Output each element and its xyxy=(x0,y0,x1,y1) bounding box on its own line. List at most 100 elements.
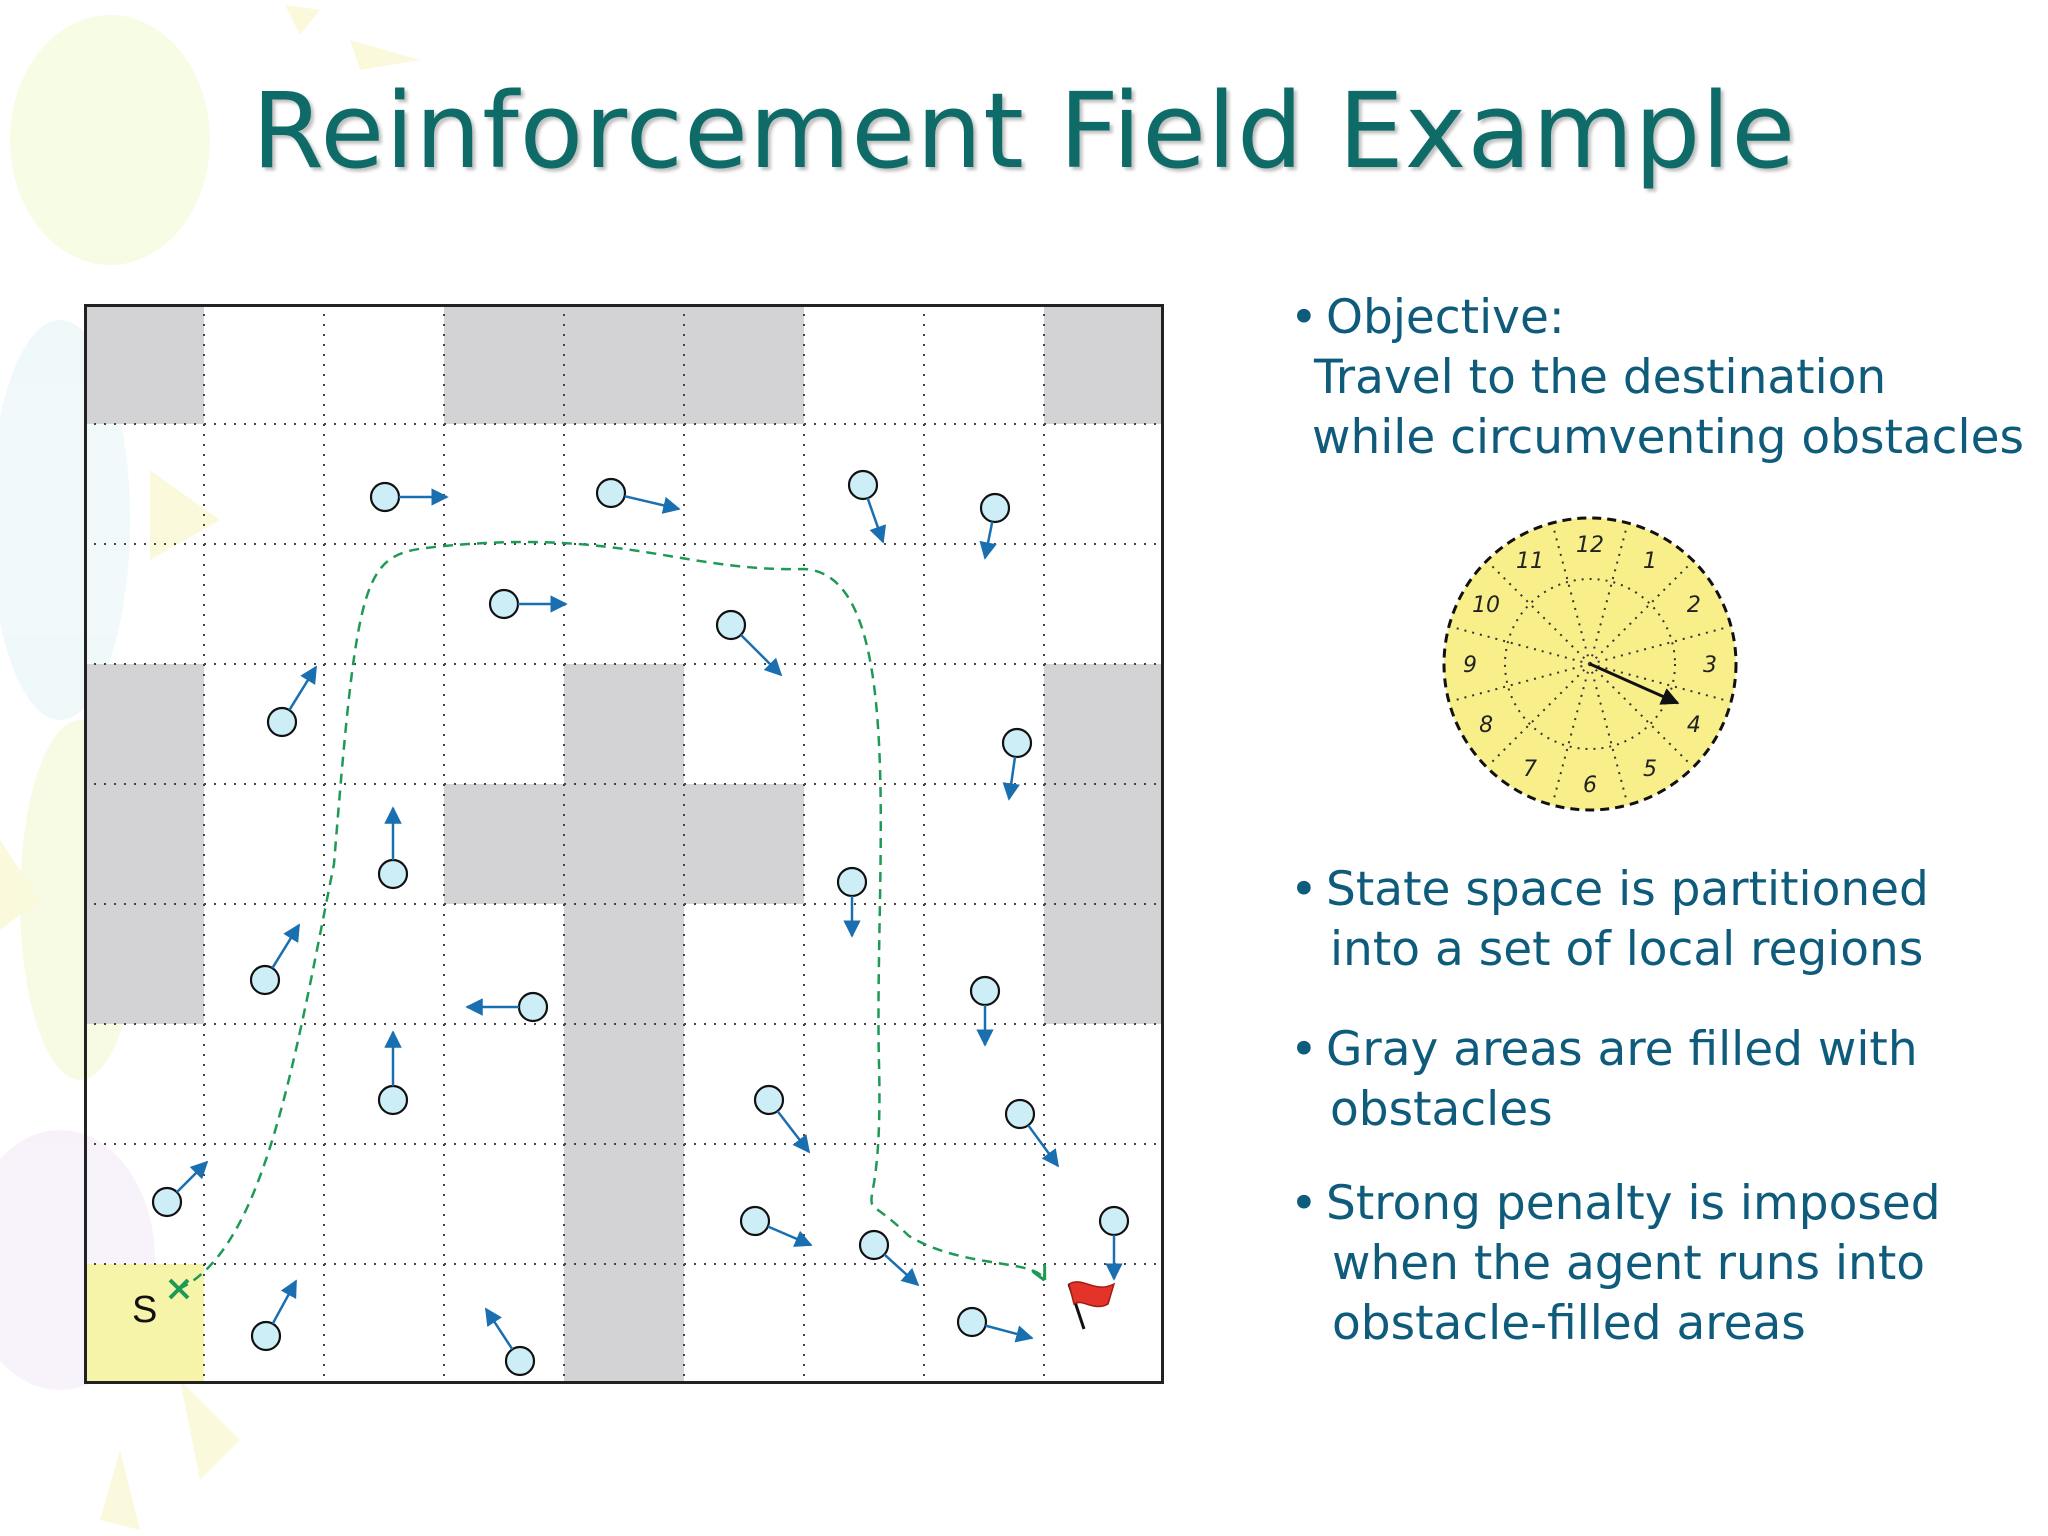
agent-circle xyxy=(979,492,1011,524)
state-space-line-1: State space is partitioned xyxy=(1326,862,1929,917)
obstacle-cell xyxy=(1044,664,1164,784)
agent-circle xyxy=(739,1205,771,1237)
dial-number: 2 xyxy=(1687,593,1701,618)
agent-circle xyxy=(595,477,627,509)
penalty-line-2: when the agent runs into xyxy=(1332,1236,1926,1291)
agent-circle xyxy=(836,866,868,898)
bullet-dot-icon: • xyxy=(1290,862,1318,917)
agent-circle xyxy=(858,1229,890,1261)
dial-number: 11 xyxy=(1516,549,1544,574)
start-label: S xyxy=(132,1289,157,1331)
obstacle-cell xyxy=(564,664,684,784)
bullet-state-space: •State space is partitioned into a set o… xyxy=(1290,860,1929,980)
bullet-objective: •Objective: Travel to the destination wh… xyxy=(1290,288,2024,468)
obstacle-cell xyxy=(564,904,684,1024)
agent-direction-arrow xyxy=(985,1324,1034,1343)
agent-direction-arrow xyxy=(1027,1124,1060,1168)
obstacle-cell xyxy=(564,1024,684,1144)
agent-circle xyxy=(847,469,879,501)
grid-cells xyxy=(84,304,1164,1384)
agent-direction-arrow xyxy=(176,1160,209,1193)
obstacle-cell xyxy=(84,904,204,1024)
dial-number: 12 xyxy=(1576,533,1604,558)
agent-direction-arrow xyxy=(979,521,997,560)
grid-lines xyxy=(84,304,1164,1384)
dial-number: 8 xyxy=(1479,713,1493,738)
agent-circle xyxy=(969,975,1001,1007)
dial-number: 4 xyxy=(1687,713,1701,738)
objective-line-2: while circumventing obstacles xyxy=(1312,410,2024,465)
dial-spoke xyxy=(1487,561,1591,665)
dial-inner-ring xyxy=(1504,578,1676,750)
agent-circle xyxy=(504,1345,536,1377)
objective-heading: Objective: xyxy=(1326,290,1565,345)
goal-flag-icon xyxy=(1067,1281,1116,1330)
agent-circle xyxy=(1098,1205,1130,1237)
agent-direction-arrow xyxy=(740,634,783,677)
bullet-dot-icon: • xyxy=(1290,290,1318,345)
agent-circle xyxy=(1004,1098,1036,1130)
dial-number: 6 xyxy=(1583,773,1597,798)
dial-spoke xyxy=(1487,663,1591,767)
gray-areas-line-1: Gray areas are filled with xyxy=(1326,1022,1918,1077)
agent-vectors xyxy=(151,469,1130,1377)
dial-number: 3 xyxy=(1703,653,1717,678)
obstacle-cell xyxy=(564,784,684,904)
agent-circle xyxy=(1001,727,1033,759)
objective-line-1: Travel to the destination xyxy=(1314,350,1887,405)
obstacle-cell xyxy=(84,304,204,424)
grid-border xyxy=(84,304,1164,1384)
agent-direction-arrow xyxy=(271,1279,298,1325)
penalty-line-3: obstacle-filled areas xyxy=(1332,1296,1806,1351)
agent-direction-arrow xyxy=(271,923,301,969)
agent-circle xyxy=(715,609,747,641)
bullet-dot-icon: • xyxy=(1290,1022,1318,1077)
agent-circle xyxy=(956,1306,988,1338)
agent-direction-arrow xyxy=(776,1110,811,1154)
slide-title: Reinforcement Field Example xyxy=(251,70,1797,192)
agent-circle xyxy=(488,588,520,620)
agent-circle xyxy=(249,964,281,996)
agent-circle xyxy=(517,991,549,1023)
dial-number: 7 xyxy=(1523,757,1537,782)
obstacle-cell xyxy=(564,1144,684,1264)
obstacle-cell xyxy=(1044,304,1164,424)
dial-number: 1 xyxy=(1643,549,1657,574)
dial-pointer-arrow xyxy=(1589,662,1680,705)
grid-world-diagram: S xyxy=(84,304,1164,1384)
obstacle-cell xyxy=(444,304,564,424)
obstacle-cell xyxy=(684,784,804,904)
dial-spoke xyxy=(1589,663,1693,767)
agent-circle xyxy=(369,481,401,513)
state-space-line-2: into a set of local regions xyxy=(1330,922,1924,977)
bullet-gray-areas: •Gray areas are filled with obstacles xyxy=(1290,1020,1918,1140)
obstacle-cell xyxy=(84,664,204,784)
agent-direction-arrow xyxy=(866,497,887,544)
agent-direction-arrow xyxy=(624,494,681,514)
obstacle-cell xyxy=(1044,784,1164,904)
agent-direction-arrow xyxy=(767,1225,813,1247)
bullet-penalty: •Strong penalty is imposed when the agen… xyxy=(1290,1174,1941,1354)
agent-circle xyxy=(151,1186,183,1218)
bullet-dot-icon: • xyxy=(1290,1176,1318,1231)
agent-direction-arrow xyxy=(288,665,318,711)
obstacle-cell xyxy=(444,784,564,904)
dial-spoke xyxy=(1589,561,1693,665)
obstacle-cell xyxy=(564,304,684,424)
agent-direction-arrow xyxy=(484,1307,514,1350)
dial-number: 10 xyxy=(1472,593,1500,618)
agent-circle xyxy=(266,706,298,738)
obstacle-cell xyxy=(1044,904,1164,1024)
gray-areas-line-2: obstacles xyxy=(1330,1082,1553,1137)
dial-number: 5 xyxy=(1643,757,1657,782)
obstacle-cell xyxy=(684,304,804,424)
agent-direction-arrow xyxy=(1002,756,1020,801)
agent-direction-arrow xyxy=(883,1253,920,1287)
obstacle-cell xyxy=(84,784,204,904)
agent-circle xyxy=(377,858,409,890)
agent-path xyxy=(178,540,1044,1291)
penalty-line-1: Strong penalty is imposed xyxy=(1326,1176,1941,1231)
agent-circle xyxy=(377,1084,409,1116)
